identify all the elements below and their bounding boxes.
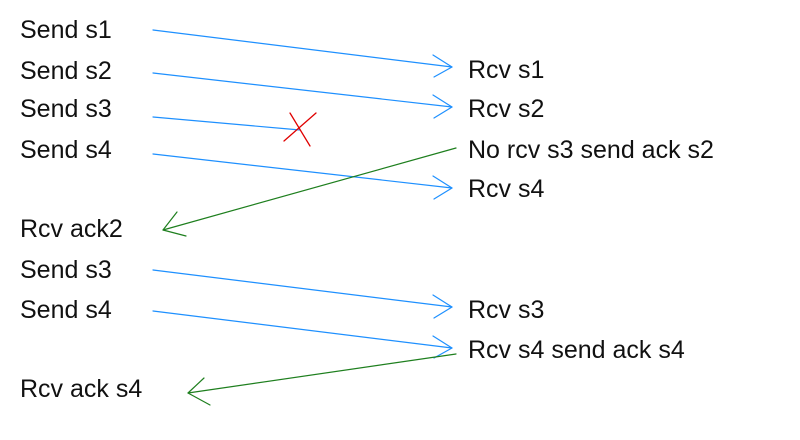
arrow-ack-s4-head-icon xyxy=(187,377,211,406)
sender-label-resend-s4: Send s4 xyxy=(20,296,112,324)
sender-label-send-s3: Send s3 xyxy=(20,95,112,123)
arrow-ack2 xyxy=(162,147,457,237)
arrow-s1-head-icon xyxy=(432,54,453,78)
arrow-s1 xyxy=(152,29,453,78)
arrow-s4-head-icon xyxy=(432,175,453,200)
receiver-label-rcv-s2: Rcv s2 xyxy=(468,95,545,123)
receiver-label-rcv-s4: Rcv s4 xyxy=(468,175,545,203)
x-cross-icon xyxy=(283,112,317,147)
receiver-label-rcv-s3-retx: Rcv s3 xyxy=(468,296,545,324)
sender-label-rcv-ack-s4: Rcv ack s4 xyxy=(20,375,143,403)
arrow-ack2-head-icon xyxy=(162,211,187,237)
arrow-s3-lost xyxy=(152,116,301,131)
sender-label-send-s2: Send s2 xyxy=(20,57,112,85)
arrow-ack-s4 xyxy=(187,353,457,406)
arrow-resend-s4-head-icon xyxy=(432,335,453,359)
sender-label-resend-s3: Send s3 xyxy=(20,256,112,284)
arrow-s4 xyxy=(152,153,453,200)
receiver-label-no-rcv-s3: No rcv s3 send ack s2 xyxy=(468,136,714,164)
sender-label-send-s1: Send s1 xyxy=(20,16,112,44)
arrow-resend-s4 xyxy=(152,310,453,359)
arrow-resend-s3-head-icon xyxy=(432,294,453,319)
sender-label-send-s4: Send s4 xyxy=(20,136,112,164)
arrow-resend-s3 xyxy=(152,269,453,319)
arrow-s2-head-icon xyxy=(432,94,453,119)
receiver-label-rcv-s1: Rcv s1 xyxy=(468,56,545,84)
sender-label-rcv-ack2: Rcv ack2 xyxy=(20,215,123,243)
arrow-s2 xyxy=(152,72,453,119)
receiver-label-rcv-s4-ack: Rcv s4 send ack s4 xyxy=(468,336,685,364)
